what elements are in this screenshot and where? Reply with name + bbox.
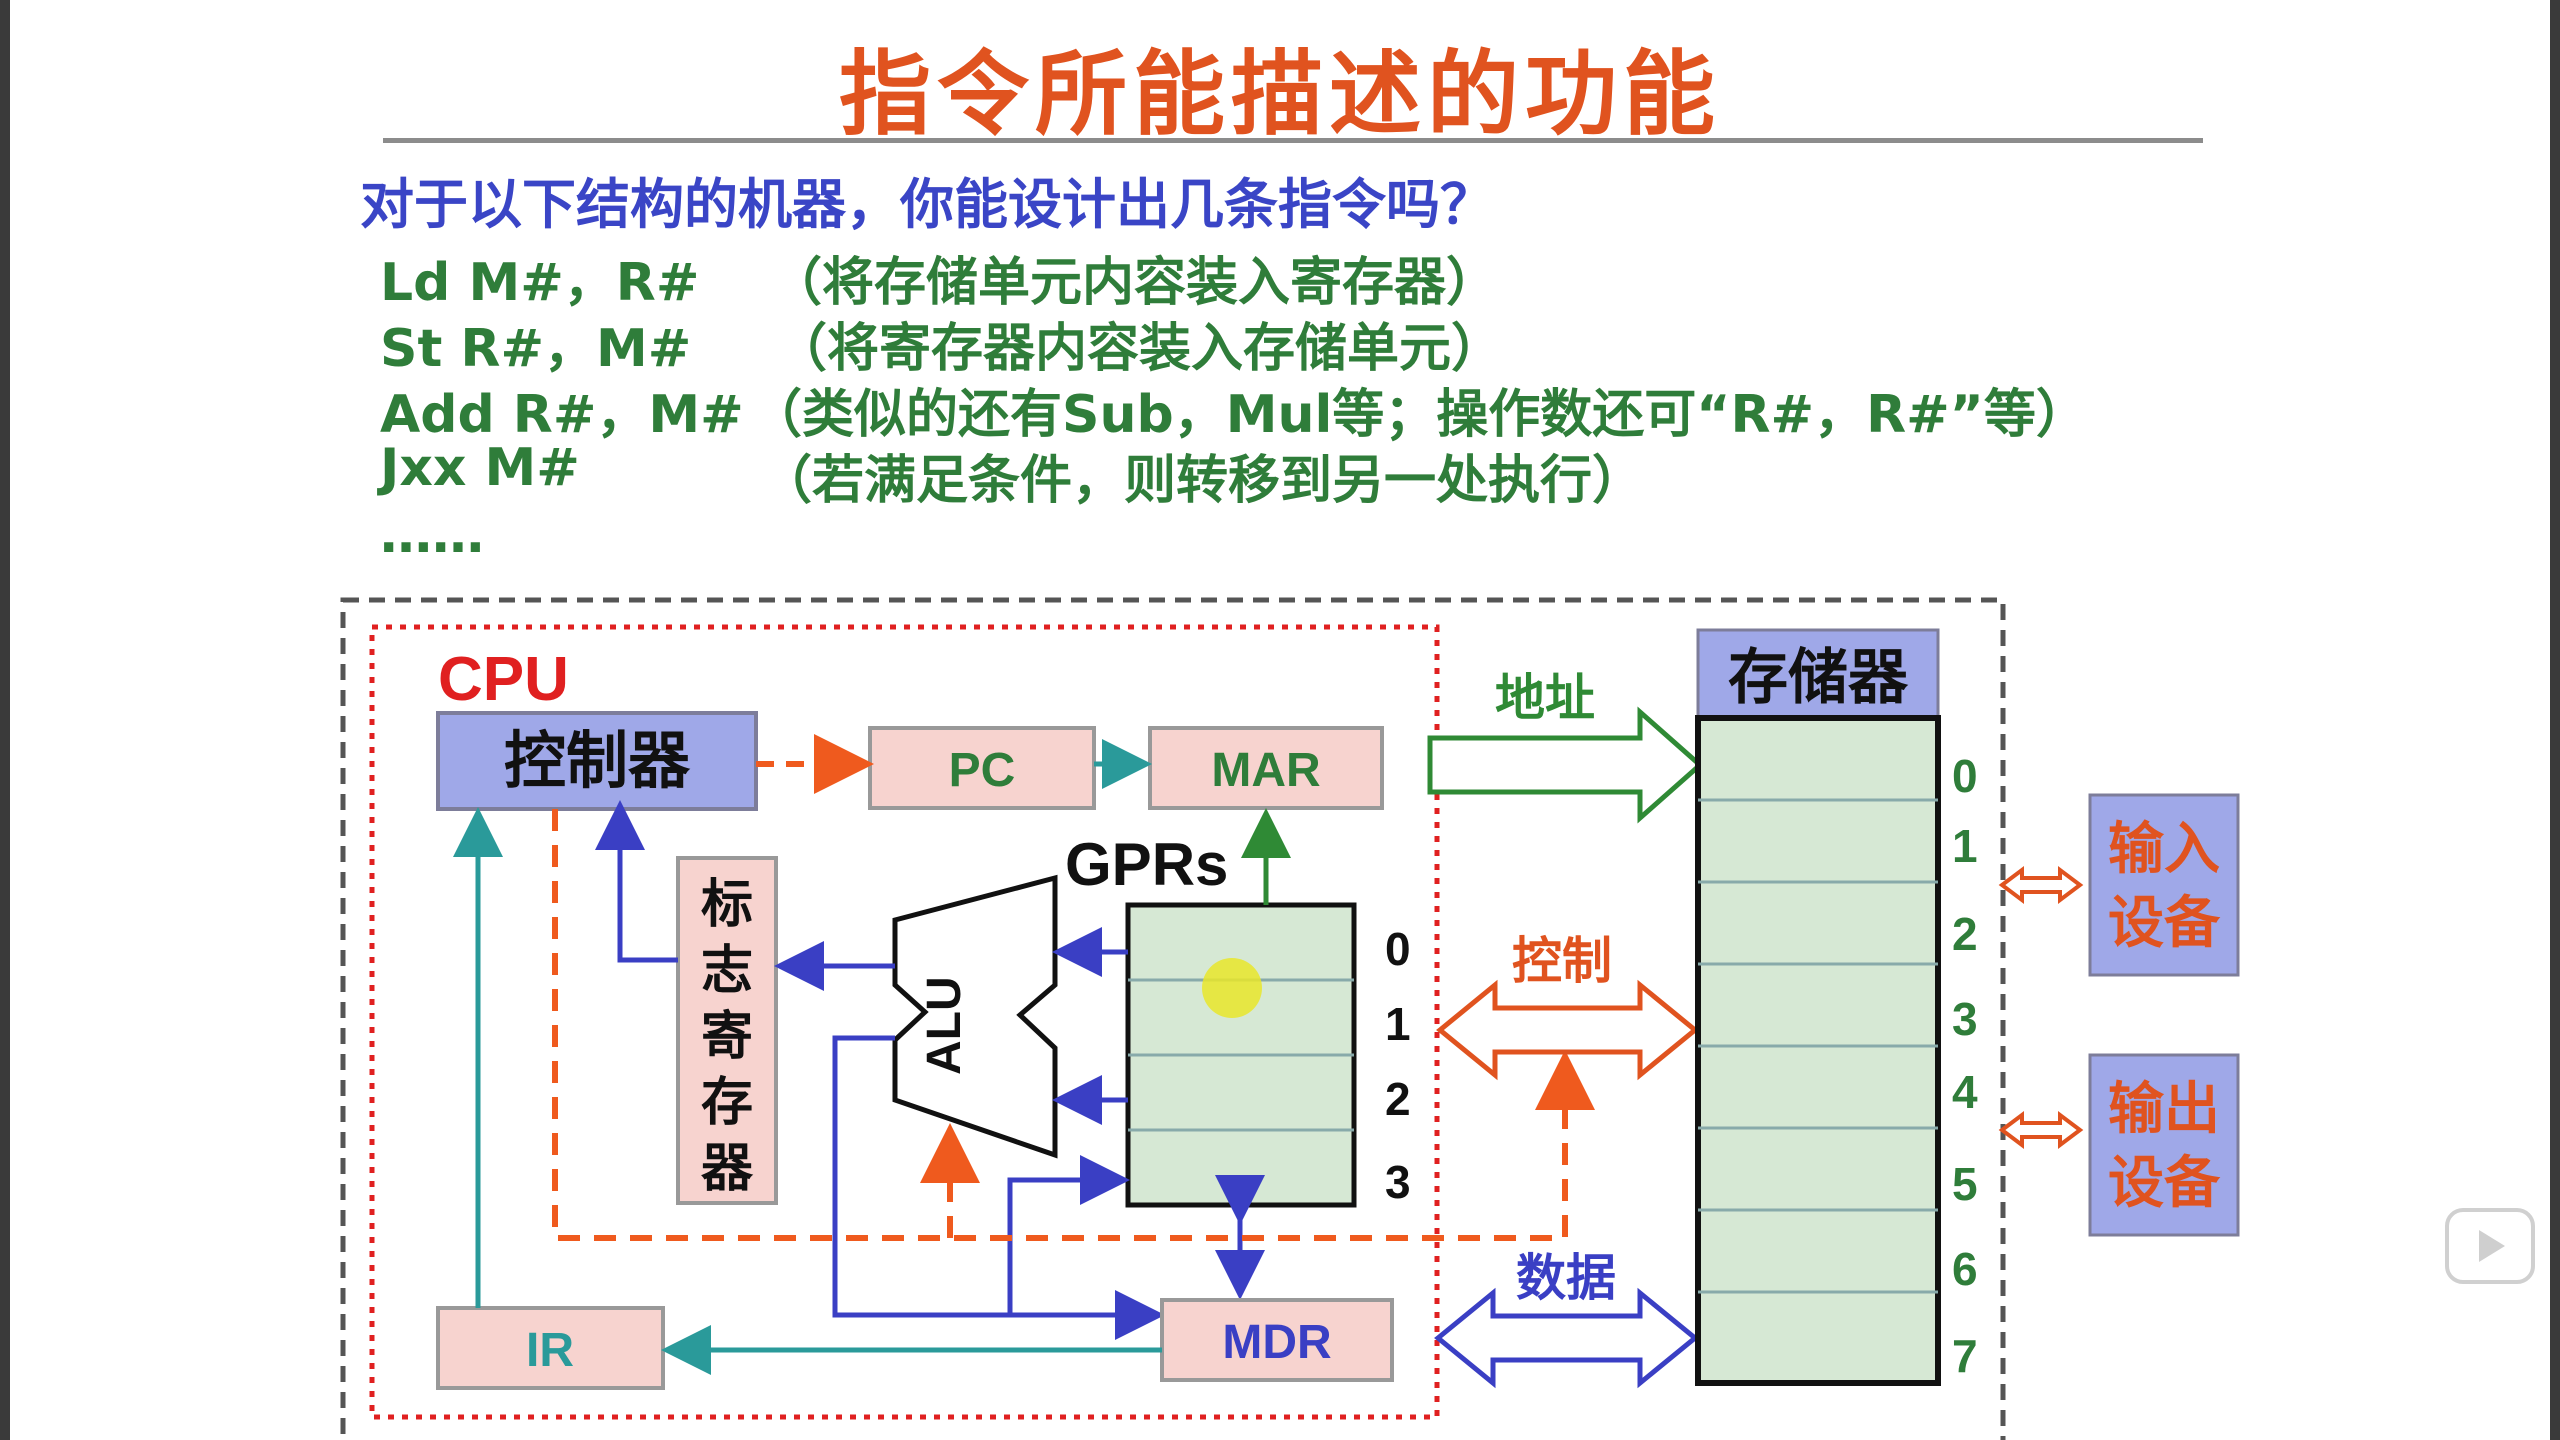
output-device-box <box>2088 1053 2240 1237</box>
gpr-register-file <box>1125 902 1357 1208</box>
input-device-label: 输入 <box>2108 817 2220 882</box>
gpr-index: 0 <box>1385 923 1411 975</box>
instruction-desc: （将存储单元内容装入寄存器） <box>770 253 1499 313</box>
gprs-label: GPRs <box>1065 831 1228 898</box>
ellipsis-text: …… <box>380 505 484 565</box>
memory-index: 4 <box>1952 1066 1978 1118</box>
memory-index: 2 <box>1952 908 1978 960</box>
cpu-label: CPU <box>438 645 569 714</box>
instruction-op: St R#，M# <box>380 319 692 379</box>
memory-index: 3 <box>1952 993 1978 1045</box>
address-bus-label: 地址 <box>1495 669 1595 727</box>
ir-box <box>436 1306 665 1390</box>
input-device-box <box>2088 793 2240 977</box>
memory-index: 1 <box>1952 820 1978 872</box>
pc-box <box>868 726 1096 810</box>
gpr-index: 2 <box>1385 1073 1411 1125</box>
input-device-arrow <box>1998 866 2084 904</box>
title-divider <box>383 138 2203 143</box>
slide-title: 指令所能描述的功能 <box>838 41 1721 148</box>
memory-index: 5 <box>1952 1158 1978 1210</box>
window-edge-left <box>0 0 10 1440</box>
output-device-label: 输出 <box>2108 1077 2220 1142</box>
instruction-desc: （若满足条件，则转移到另一处执行） <box>760 451 1645 511</box>
pointer-highlight <box>1202 958 1262 1018</box>
flags-char: 器 <box>701 1139 754 1199</box>
instruction-desc: （类似的还有Sub，Mul等；操作数还可“R#，R#”等） <box>750 385 2088 445</box>
data-bus-label: 数据 <box>1516 1249 1616 1307</box>
flags-register-box <box>676 856 778 1205</box>
address-bus-arrow <box>1427 706 1704 824</box>
alu-label: ALU <box>918 976 971 1075</box>
control-bus-arrow <box>1436 979 1699 1081</box>
mdr-gpr-path <box>1007 1155 1130 1315</box>
instruction-line: Ld M#，R# （将存储单元内容装入寄存器） <box>380 240 1498 315</box>
machine-boundary <box>340 597 2006 1440</box>
mar-label: MAR <box>1211 744 1320 797</box>
output-device-arrow <box>1998 1111 2084 1149</box>
flags-char: 存 <box>701 1073 753 1133</box>
pc-label: PC <box>949 744 1016 797</box>
memory-index: 0 <box>1952 750 1978 802</box>
cpu-boundary <box>369 624 1440 1420</box>
memory-index: 6 <box>1952 1243 1978 1295</box>
control-signal-line <box>552 809 1568 1241</box>
mdr-label: MDR <box>1222 1316 1331 1369</box>
play-icon[interactable] <box>2445 1208 2535 1284</box>
instruction-line: Add R#，M# （类似的还有Sub，Mul等；操作数还可“R#，R#”等） <box>380 372 2088 447</box>
memory-label: 存储器 <box>1728 643 1909 713</box>
memory-index: 7 <box>1952 1330 1978 1382</box>
flags-char: 标 <box>701 875 753 935</box>
flags-char: 志 <box>701 941 753 1001</box>
controller-box <box>436 711 758 811</box>
instruction-op: Ld M#，R# <box>380 253 700 313</box>
controller-label: 控制器 <box>504 724 691 797</box>
window-edge-right <box>2550 0 2560 1440</box>
control-bus-label: 控制 <box>1512 932 1612 990</box>
mdr-box <box>1160 1298 1394 1382</box>
instruction-desc: （将寄存器内容装入存储单元） <box>775 319 1504 379</box>
input-device-label: 设备 <box>2108 891 2221 956</box>
flags-char: 寄 <box>701 1007 753 1067</box>
instruction-op: Add R#，M# <box>380 385 744 445</box>
question-text: 对于以下结构的机器，你能设计出几条指令吗？ <box>360 173 1494 236</box>
memory-cells <box>1695 715 1941 1386</box>
gpr-index: 1 <box>1385 998 1411 1050</box>
instruction-line: Jxx M# （若满足条件，则转移到另一处执行） <box>380 438 1644 511</box>
alu-mdr-path <box>832 1035 1165 1340</box>
instruction-op: Jxx M# <box>380 438 580 498</box>
ir-label: IR <box>526 1324 574 1377</box>
instruction-line: St R#，M# （将寄存器内容装入存储单元） <box>380 306 1503 381</box>
gpr-index: 3 <box>1385 1156 1411 1208</box>
memory-header <box>1696 628 1940 722</box>
flags-controller-path <box>595 800 678 963</box>
output-device-label: 设备 <box>2108 1151 2221 1216</box>
